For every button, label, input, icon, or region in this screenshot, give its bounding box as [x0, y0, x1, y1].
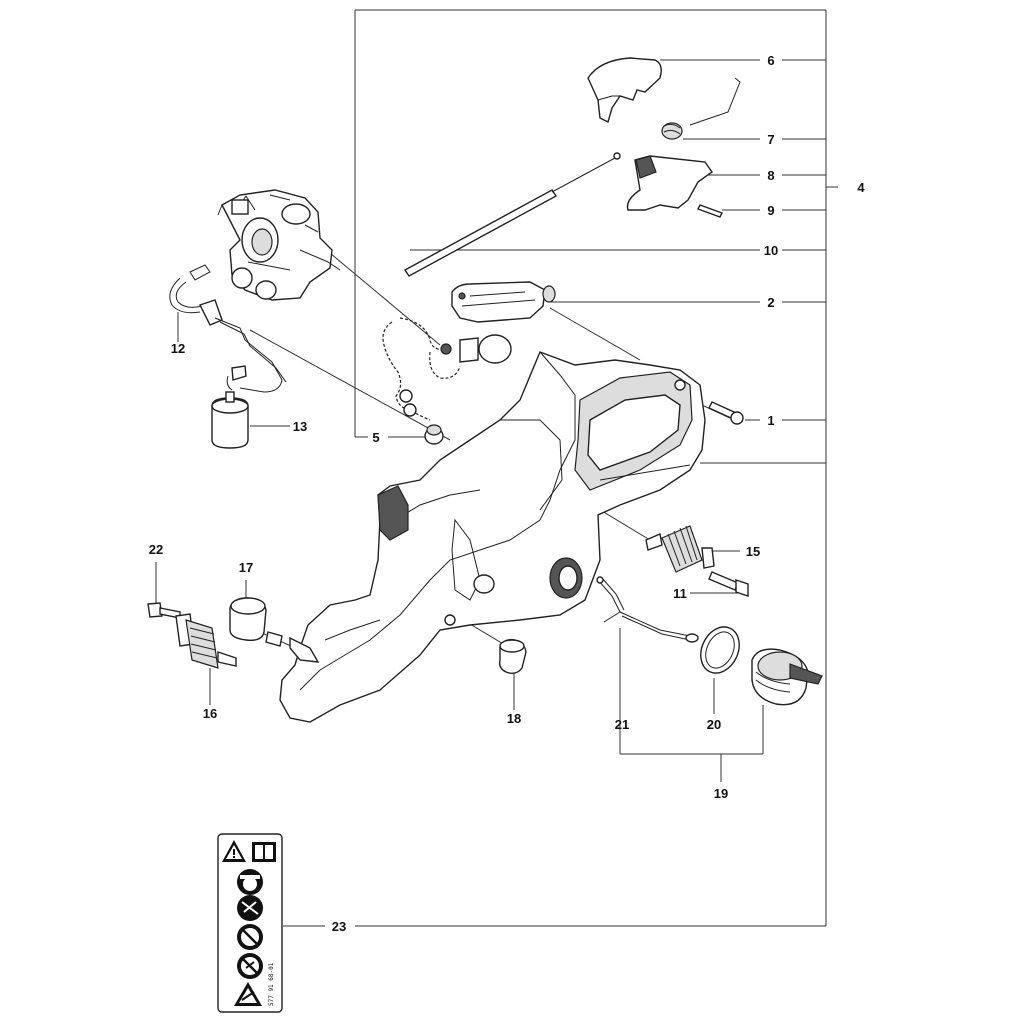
crankcase-housing: [279, 351, 706, 723]
part-1-screw: [708, 401, 744, 425]
label-18: 18: [507, 711, 521, 726]
part-7-spring: [661, 77, 741, 140]
part-8-trigger: [626, 155, 713, 211]
part-5-grommet: [424, 424, 444, 445]
label-15: 15: [746, 544, 760, 559]
part-6-cover: [587, 57, 662, 124]
label-5: 5: [372, 430, 379, 445]
part-20-oring: [700, 626, 740, 674]
part-12-fuel-hose: [169, 264, 287, 393]
label-22: 22: [149, 542, 163, 557]
label-20: 20: [707, 717, 721, 732]
decal-code: 577 91 68-01: [268, 962, 275, 1006]
av-sleeve: [265, 631, 320, 663]
part-15-av-spring: [645, 525, 715, 573]
part-2-lockout: [451, 281, 556, 323]
ear-eye-protection-icon: [237, 869, 263, 895]
part-labels: 6 7 8 4 9 10 2 1 5 12 13 15 11 22 17 16 …: [149, 53, 866, 934]
label-8: 8: [767, 168, 774, 183]
part-18-bushing: [498, 638, 527, 675]
part-19-fuel-cap: [751, 648, 823, 706]
label-4: 4: [857, 180, 865, 195]
leader-lines: [155, 9, 838, 927]
primer-hose-assembly: [382, 317, 512, 421]
no-one-hand-icon: [237, 924, 263, 950]
part-23-decal: 577 91 68-01: [217, 833, 283, 1013]
label-17: 17: [239, 560, 253, 575]
part-9-pin: [697, 204, 723, 218]
label-19: 19: [714, 786, 728, 801]
label-12: 12: [171, 341, 185, 356]
label-21: 21: [615, 717, 629, 732]
part-13-fuel-filter: [211, 391, 249, 449]
label-23: 23: [332, 919, 346, 934]
label-16: 16: [203, 706, 217, 721]
part-17-damper: [229, 597, 267, 642]
label-13: 13: [293, 419, 307, 434]
warning-triangle-icon: [222, 840, 246, 862]
part-21-pickup: [596, 576, 699, 643]
manual-book-icon: [252, 842, 276, 862]
label-9: 9: [767, 203, 774, 218]
part-11-bolt: [708, 571, 749, 597]
one-hand-prohibited-icon: [237, 895, 263, 921]
part-16-av-spring: [175, 613, 237, 669]
part-22-bolt: [147, 602, 181, 619]
kickback-icon: [237, 953, 263, 979]
carburetor-assembly: [217, 189, 341, 301]
label-7: 7: [767, 132, 774, 147]
label-1: 1: [767, 413, 774, 428]
label-10: 10: [764, 243, 778, 258]
chain-brake-icon: [234, 982, 262, 1006]
label-6: 6: [767, 53, 774, 68]
label-11: 11: [673, 586, 687, 601]
part-10-rod: [403, 152, 621, 277]
label-2: 2: [767, 295, 774, 310]
